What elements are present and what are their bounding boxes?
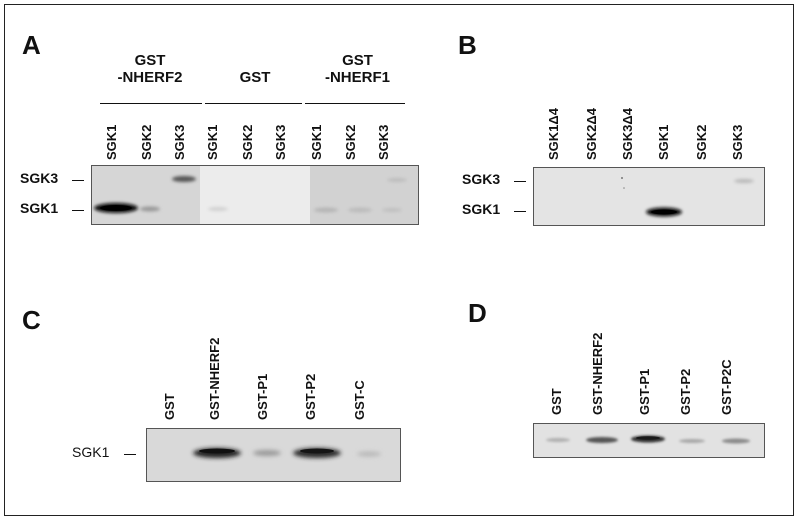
panel-a-blot	[91, 165, 419, 225]
panel-d-lane-label: GST-NHERF2	[590, 332, 605, 415]
panel-a-lane-label: SGK3	[376, 124, 391, 160]
panel-c-letter: C	[22, 305, 41, 335]
panel-b-marker-sgk1: SGK1	[462, 201, 501, 217]
panel-a-lane-label: SGK3	[172, 124, 187, 160]
panel-c-blot	[146, 428, 401, 482]
panel-a-marker-sgk1-tick	[72, 210, 84, 211]
panel-a-blot-image	[92, 166, 418, 224]
panel-b-marker-sgk3: SGK3	[462, 171, 501, 187]
panel-c-lane-label: GST-P2	[303, 373, 318, 420]
panel-b-lane-label: SGK1	[656, 124, 671, 160]
panel-b-letter: B	[458, 30, 477, 60]
panel-a-group-1-label: GST -NHERF2	[117, 52, 183, 86]
panel-c-marker-sgk1-tick	[124, 454, 136, 455]
panel-b-blot-image	[534, 168, 764, 225]
panel-b-lane-label: SGK2	[694, 124, 709, 160]
panel-b-lane-label: SGK3Δ4	[620, 108, 635, 160]
panel-d-lane-label: GST-P2C	[719, 359, 734, 415]
panel-b-marker-sgk3-tick	[514, 181, 526, 182]
panel-b-lane-label: SGK2Δ4	[584, 108, 599, 160]
panel-a-group-3-underline	[305, 103, 405, 104]
panel-b-marker-sgk1-tick	[514, 211, 526, 212]
panel-d-lane-label: GST-P1	[637, 368, 652, 415]
panel-d-letter: D	[468, 298, 487, 328]
panel-a-lane-label: SGK2	[139, 124, 154, 160]
panel-a-letter: A	[22, 30, 41, 60]
panel-a-group-3-label: GST -NHERF1	[324, 52, 390, 86]
panel-c-blot-image	[147, 429, 400, 481]
panel-a-lane-label: SGK2	[343, 124, 358, 160]
panel-b-lane-label: SGK1Δ4	[546, 108, 561, 160]
panel-a-lane-label: SGK1	[104, 124, 119, 160]
panel-a-lane-label: SGK1	[309, 124, 324, 160]
panel-a-group-1-underline	[100, 103, 202, 104]
panel-a-marker-sgk3-tick	[72, 180, 84, 181]
panel-d-lane-label: GST-P2	[678, 368, 693, 415]
panel-d-blot-image	[534, 424, 764, 457]
panel-c-marker-sgk1: SGK1	[72, 444, 110, 460]
panel-b-lane-label: SGK3	[730, 124, 745, 160]
panel-a-lane-label: SGK3	[273, 124, 288, 160]
panel-a-lane-label: SGK1	[205, 124, 220, 160]
panel-c-lane-label: GST-C	[352, 380, 367, 420]
panel-c-lane-label: GST	[162, 393, 177, 420]
panel-a-lane-label: SGK2	[240, 124, 255, 160]
panel-c-lane-label: GST-P1	[255, 373, 270, 420]
panel-b-blot	[533, 167, 765, 226]
panel-a-group-2-label: GST	[239, 69, 271, 86]
figure-frame	[4, 4, 794, 516]
panel-a-marker-sgk3: SGK3	[20, 170, 59, 186]
panel-a-group-2-underline	[205, 103, 302, 104]
panel-d-lane-label: GST	[549, 388, 564, 415]
panel-c-lane-label: GST-NHERF2	[207, 337, 222, 420]
panel-a-marker-sgk1: SGK1	[20, 200, 59, 216]
panel-d-blot	[533, 423, 765, 458]
